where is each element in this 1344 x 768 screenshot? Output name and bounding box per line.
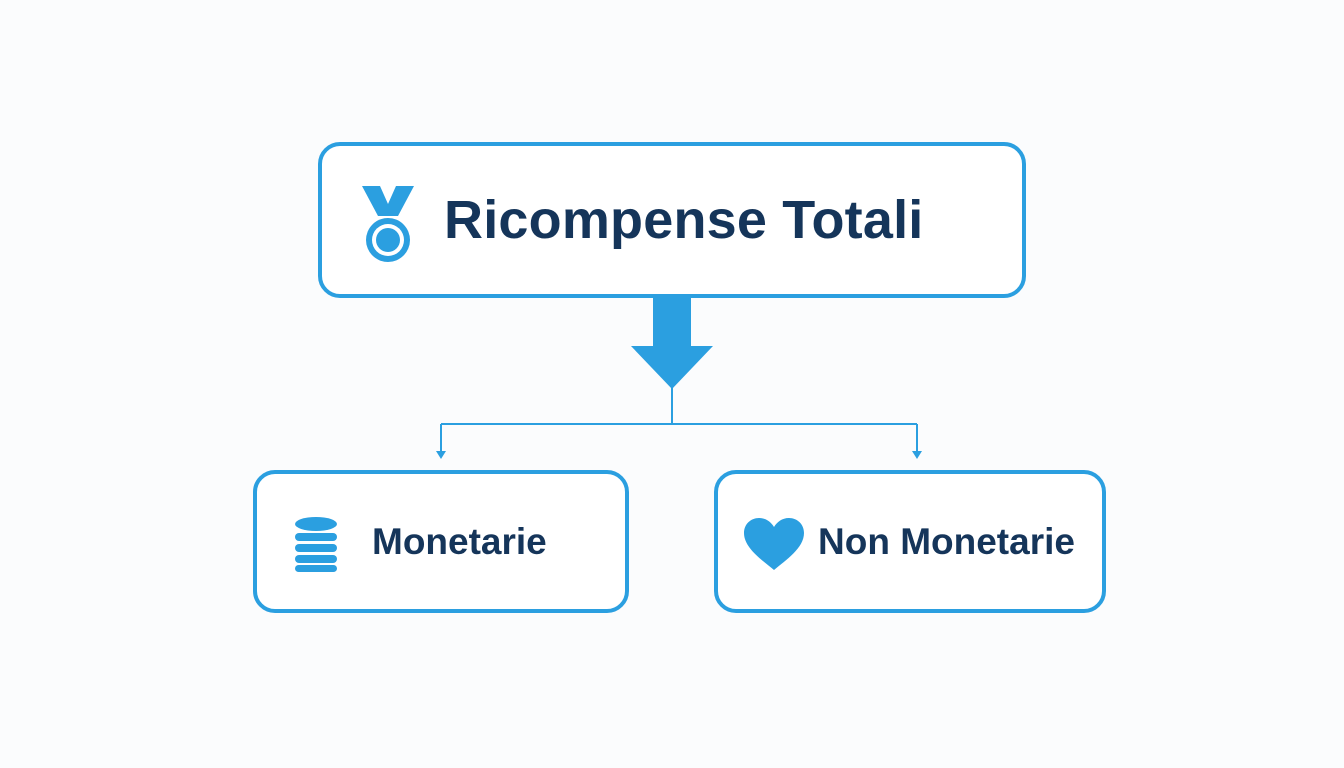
child-node-non-monetarie: Non Monetarie [714, 470, 1106, 613]
medal-icon [362, 186, 414, 262]
child-node-label: Monetarie [372, 520, 547, 562]
branch-lines [440, 388, 918, 452]
root-node-label: Ricompense Totali [444, 190, 924, 250]
child-node-monetarie: Monetarie [253, 470, 629, 613]
coins-icon [295, 517, 337, 572]
branch-arrowhead-left [436, 451, 446, 459]
heart-icon [744, 518, 804, 570]
main-down-arrow [631, 298, 713, 389]
child-node-label: Non Monetarie [818, 520, 1075, 562]
root-node-ricompense-totali: Ricompense Totali [318, 142, 1026, 298]
branch-arrowhead-right [912, 451, 922, 459]
